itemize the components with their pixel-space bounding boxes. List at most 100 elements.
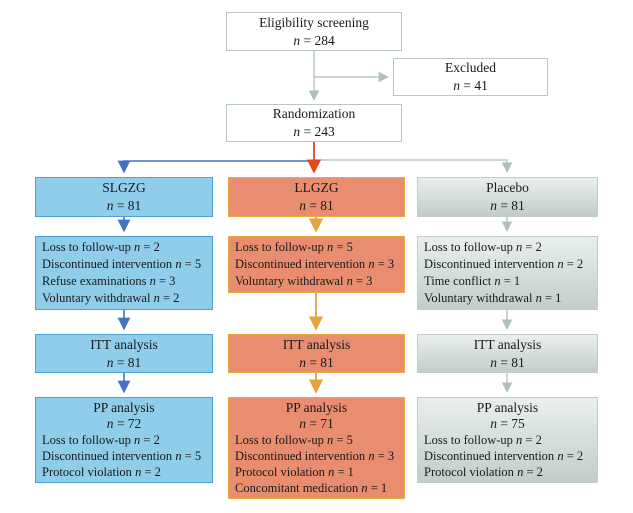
pp-item: Loss to follow-up n = 2 [424,433,542,447]
dropout-box: Loss to follow-up n = 2 Discontinued inte… [35,236,213,310]
group-title: SLGZG [102,180,146,195]
n-value: 243 [314,124,335,139]
group-n-line: n = 81 [299,198,334,213]
itt-analysis-box: ITT analysis n = 81 [228,334,405,373]
pp-item: Loss to follow-up n = 2 [42,433,160,447]
dropout-item: Discontinued intervention n = 5 [42,257,202,271]
n-symbol: n [293,32,301,48]
n-symbol: n [328,465,335,479]
dropout-item: Loss to follow-up n = 2 [42,240,160,254]
group-box: LLGZG n = 81 [228,177,405,217]
group-n-line: n = 81 [490,198,525,213]
n-symbol: n [557,449,564,463]
group-title: LLGZG [294,180,339,195]
n-symbol: n [368,257,375,271]
eligibility-screening-box: Eligibility screening n = 284 [226,12,402,51]
equals-sign: = [459,78,475,93]
n-symbol: n [175,257,182,271]
n-symbol: n [106,198,114,213]
dropout-item: Time conflict n = 1 [424,274,521,288]
pp-title: PP analysis [285,400,348,415]
n-symbol: n [149,274,156,288]
box-n-line: n = 41 [453,77,488,95]
pp-item: Concomitant medication n = 1 [235,481,388,495]
dropout-item: Loss to follow-up n = 5 [235,240,353,254]
n-symbol: n [135,465,142,479]
pp-item: Loss to follow-up n = 5 [235,433,353,447]
dropout-box: Loss to follow-up n = 2 Discontinued inte… [417,236,598,310]
dropout-item: Voluntary withdrawal n = 3 [235,274,373,288]
n-symbol: n [299,198,306,213]
n-symbol: n [535,291,542,305]
dropout-item: Voluntary withdrawal n = 1 [424,291,562,305]
n-symbol: n [346,274,353,288]
n-symbol: n [327,240,334,254]
n-symbol: n [106,416,114,431]
dropout-item: Refuse examinations n = 3 [42,274,176,288]
dropout-item: Discontinued intervention n = 2 [424,257,584,271]
n-value: 41 [474,78,488,93]
n-symbol: n [490,354,497,370]
itt-title: ITT analysis [90,336,158,352]
pp-n-line: n = 75 [490,416,525,431]
n-symbol: n [293,124,301,139]
n-symbol: n [153,291,160,305]
n-symbol: n [106,354,114,370]
box-title: Randomization [272,106,356,121]
itt-n-line: n = 81 [490,354,525,370]
n-symbol: n [516,433,523,447]
n-symbol: n [327,433,334,447]
n-symbol: n [490,416,497,431]
group-title: Placebo [486,180,529,195]
column-slgzg: SLGZG n = 81 Loss to follow-up n = 2 Discon… [35,0,213,513]
box-title: Eligibility screening [259,14,369,30]
itt-title: ITT analysis [473,336,542,352]
column-placebo: Placebo n = 81 Loss to follow-up n = 2 Disc… [417,0,598,513]
box-title: Excluded [445,60,496,75]
equals-sign: = [300,124,315,139]
pp-item: Protocol violation n = 1 [235,465,354,479]
n-symbol: n [368,449,375,463]
n-symbol: n [299,416,306,431]
n-symbol: n [134,433,141,447]
pp-item: Discontinued intervention n = 5 [42,449,202,463]
group-box: SLGZG n = 81 [35,177,213,217]
group-box: Placebo n = 81 [417,177,598,217]
n-symbol: n [299,354,306,370]
pp-item: Protocol violation n = 2 [42,465,161,479]
n-symbol: n [361,481,368,495]
pp-title: PP analysis [93,400,155,415]
box-n-line: n = 243 [293,123,334,141]
n-symbol: n [516,240,523,254]
box-n-line: n = 284 [293,32,334,50]
n-symbol: n [490,198,497,213]
itt-analysis-box: ITT analysis n = 81 [417,334,598,373]
itt-title: ITT analysis [282,336,351,352]
pp-item: Protocol violation n = 2 [424,465,543,479]
equals-sign: = [300,32,315,48]
pp-n-line: n = 72 [106,416,142,431]
pp-title: PP analysis [476,400,539,415]
itt-n-line: n = 81 [106,354,142,370]
group-n-line: n = 81 [106,198,142,213]
itt-analysis-box: ITT analysis n = 81 [35,334,213,373]
pp-n-line: n = 71 [299,416,334,431]
pp-item: Discontinued intervention n = 3 [235,449,395,463]
n-symbol: n [175,449,182,463]
n-symbol: n [453,78,460,93]
n-symbol: n [494,274,501,288]
n-symbol: n [517,465,524,479]
dropout-item: Voluntary withdrawal n = 2 [42,291,180,305]
dropout-item: Loss to follow-up n = 2 [424,240,542,254]
pp-item: Discontinued intervention n = 2 [424,449,584,463]
excluded-box: Excluded n = 41 [393,58,548,96]
randomization-box: Randomization n = 243 [226,104,402,142]
itt-n-line: n = 81 [299,354,334,370]
n-value: 284 [314,32,335,48]
